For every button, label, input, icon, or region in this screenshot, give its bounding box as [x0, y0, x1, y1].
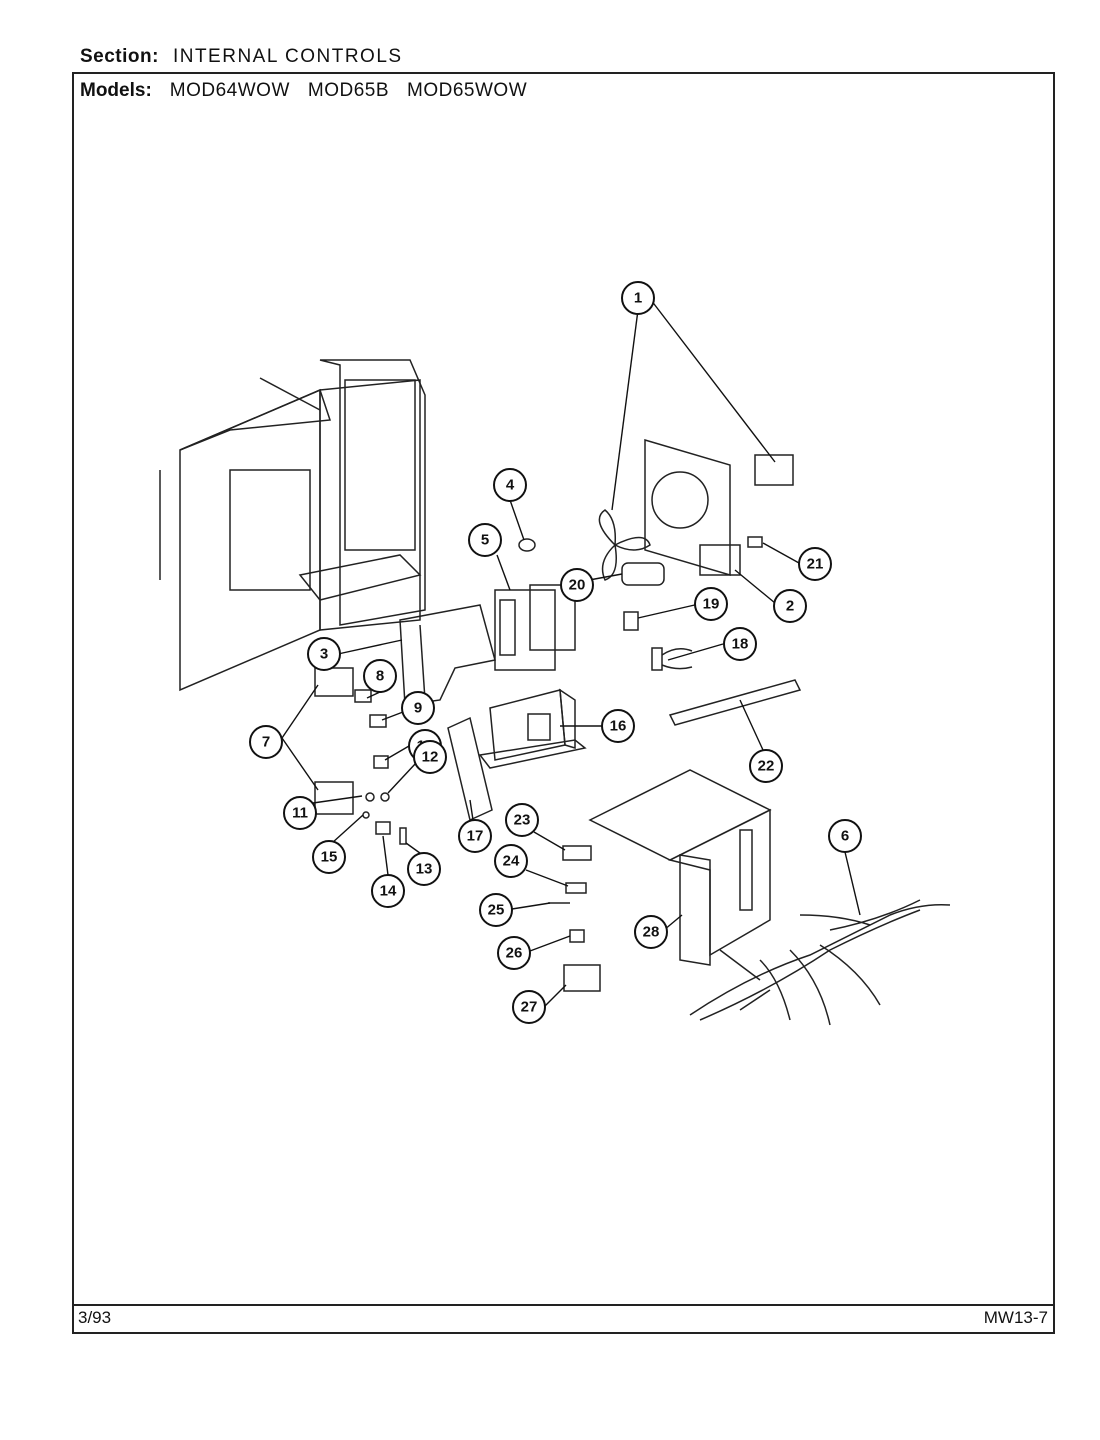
callout-label-26: 26 [506, 945, 523, 962]
leader-lines [281, 299, 861, 1007]
relay-board-part [565, 882, 587, 894]
callout-label-9: 9 [414, 700, 422, 717]
callout-label-8: 8 [376, 668, 384, 685]
hardware-part-15 [362, 811, 370, 819]
switch-part-10 [373, 755, 389, 769]
interlock-switch-part [314, 667, 354, 815]
callout-label-21: 21 [807, 556, 824, 573]
diode-part [569, 929, 585, 943]
callout-label-2: 2 [786, 598, 794, 615]
callout-14: 14 [371, 874, 405, 908]
hardware-part-13 [399, 827, 407, 845]
callout-11: 11 [283, 796, 317, 830]
thermostat-part [518, 538, 536, 552]
section-label: Section: [80, 46, 159, 67]
callout-label-4: 4 [506, 477, 515, 494]
callout-label-20: 20 [569, 577, 586, 594]
callout-24: 24 [494, 844, 528, 878]
screw-part [747, 536, 763, 548]
callout-label-16: 16 [610, 718, 627, 735]
callout-label-27: 27 [521, 999, 538, 1016]
callout-8: 8 [363, 659, 397, 693]
models-heading: Models: MOD64WOW MOD65B MOD65WOW [80, 80, 527, 102]
model-3: MOD65WOW [407, 80, 528, 101]
hardware-part-12 [380, 792, 390, 802]
callout-label-18: 18 [732, 636, 749, 653]
callout-label-22: 22 [758, 758, 775, 775]
relay-part [562, 845, 592, 861]
callout-label-6: 6 [841, 828, 849, 845]
callout-label-23: 23 [514, 812, 531, 829]
capacitor-part [621, 562, 665, 586]
callout-13: 13 [407, 852, 441, 886]
model-1: MOD64WOW [169, 80, 290, 101]
transformer-part [478, 688, 587, 769]
callout-label-17: 17 [467, 828, 484, 845]
switch-part-9 [369, 714, 387, 728]
callout-19: 19 [694, 587, 728, 621]
noise-filter-part [563, 964, 601, 992]
callout-4: 4 [493, 468, 527, 502]
callout-26: 26 [497, 936, 531, 970]
callout-6: 6 [828, 819, 862, 853]
callout-3: 3 [307, 637, 341, 671]
hardware-part-14 [375, 821, 391, 835]
callout-9: 9 [401, 691, 435, 725]
callout-1: 1 [621, 281, 655, 315]
callout-label-5: 5 [481, 532, 489, 549]
callout-17: 17 [458, 819, 492, 853]
callout-label-28: 28 [643, 924, 660, 941]
callout-21: 21 [798, 547, 832, 581]
model-2: MOD65B [307, 80, 390, 101]
callout-label-19: 19 [703, 596, 720, 613]
callout-7: 7 [249, 725, 283, 759]
diagram-frame [72, 72, 1055, 1334]
switch-part-8 [354, 689, 372, 703]
callout-16: 16 [601, 709, 635, 743]
fuse-holder-part [651, 647, 693, 671]
section-value: INTERNAL CONTROLS [172, 46, 403, 67]
callout-label-13: 13 [416, 861, 433, 878]
models-label: Models: [80, 80, 152, 101]
callout-label-11: 11 [292, 805, 308, 822]
callout-5: 5 [468, 523, 502, 557]
callout-23: 23 [505, 803, 539, 837]
callout-label-12: 12 [422, 749, 439, 766]
footer-divider [72, 1304, 1055, 1306]
magnetron-part [494, 584, 576, 671]
callout-label-14: 14 [380, 883, 397, 900]
hardware-part-11 [365, 792, 375, 802]
callout-2: 2 [773, 589, 807, 623]
callout-27: 27 [512, 990, 546, 1024]
page-code: MW13-7 [983, 1308, 1048, 1327]
callout-18: 18 [723, 627, 757, 661]
rail-part [668, 679, 802, 726]
callout-label-25: 25 [488, 902, 505, 919]
control-box-part [588, 769, 772, 966]
callout-20: 20 [560, 568, 594, 602]
perforated-plate-part [447, 716, 493, 822]
section-heading: Section: INTERNAL CONTROLS [80, 46, 403, 68]
wire-harness-part [689, 899, 951, 1026]
callout-label-24: 24 [503, 853, 520, 870]
callout-28: 28 [634, 915, 668, 949]
callout-22: 22 [749, 749, 783, 783]
fan-blade-part [598, 509, 651, 581]
cabinet-part [159, 359, 426, 692]
callout-12: 12 [413, 740, 447, 774]
callout-label-7: 7 [262, 734, 270, 751]
callout-label-1: 1 [634, 290, 642, 307]
fan-motor-part [754, 454, 794, 486]
callout-15: 15 [312, 840, 346, 874]
fan-bracket-part [644, 438, 741, 577]
capacitor-bracket-part [623, 611, 639, 631]
callout-label-3: 3 [320, 646, 328, 663]
callout-label-15: 15 [321, 849, 338, 866]
revision-date: 3/93 [78, 1308, 112, 1327]
callout-25: 25 [479, 893, 513, 927]
